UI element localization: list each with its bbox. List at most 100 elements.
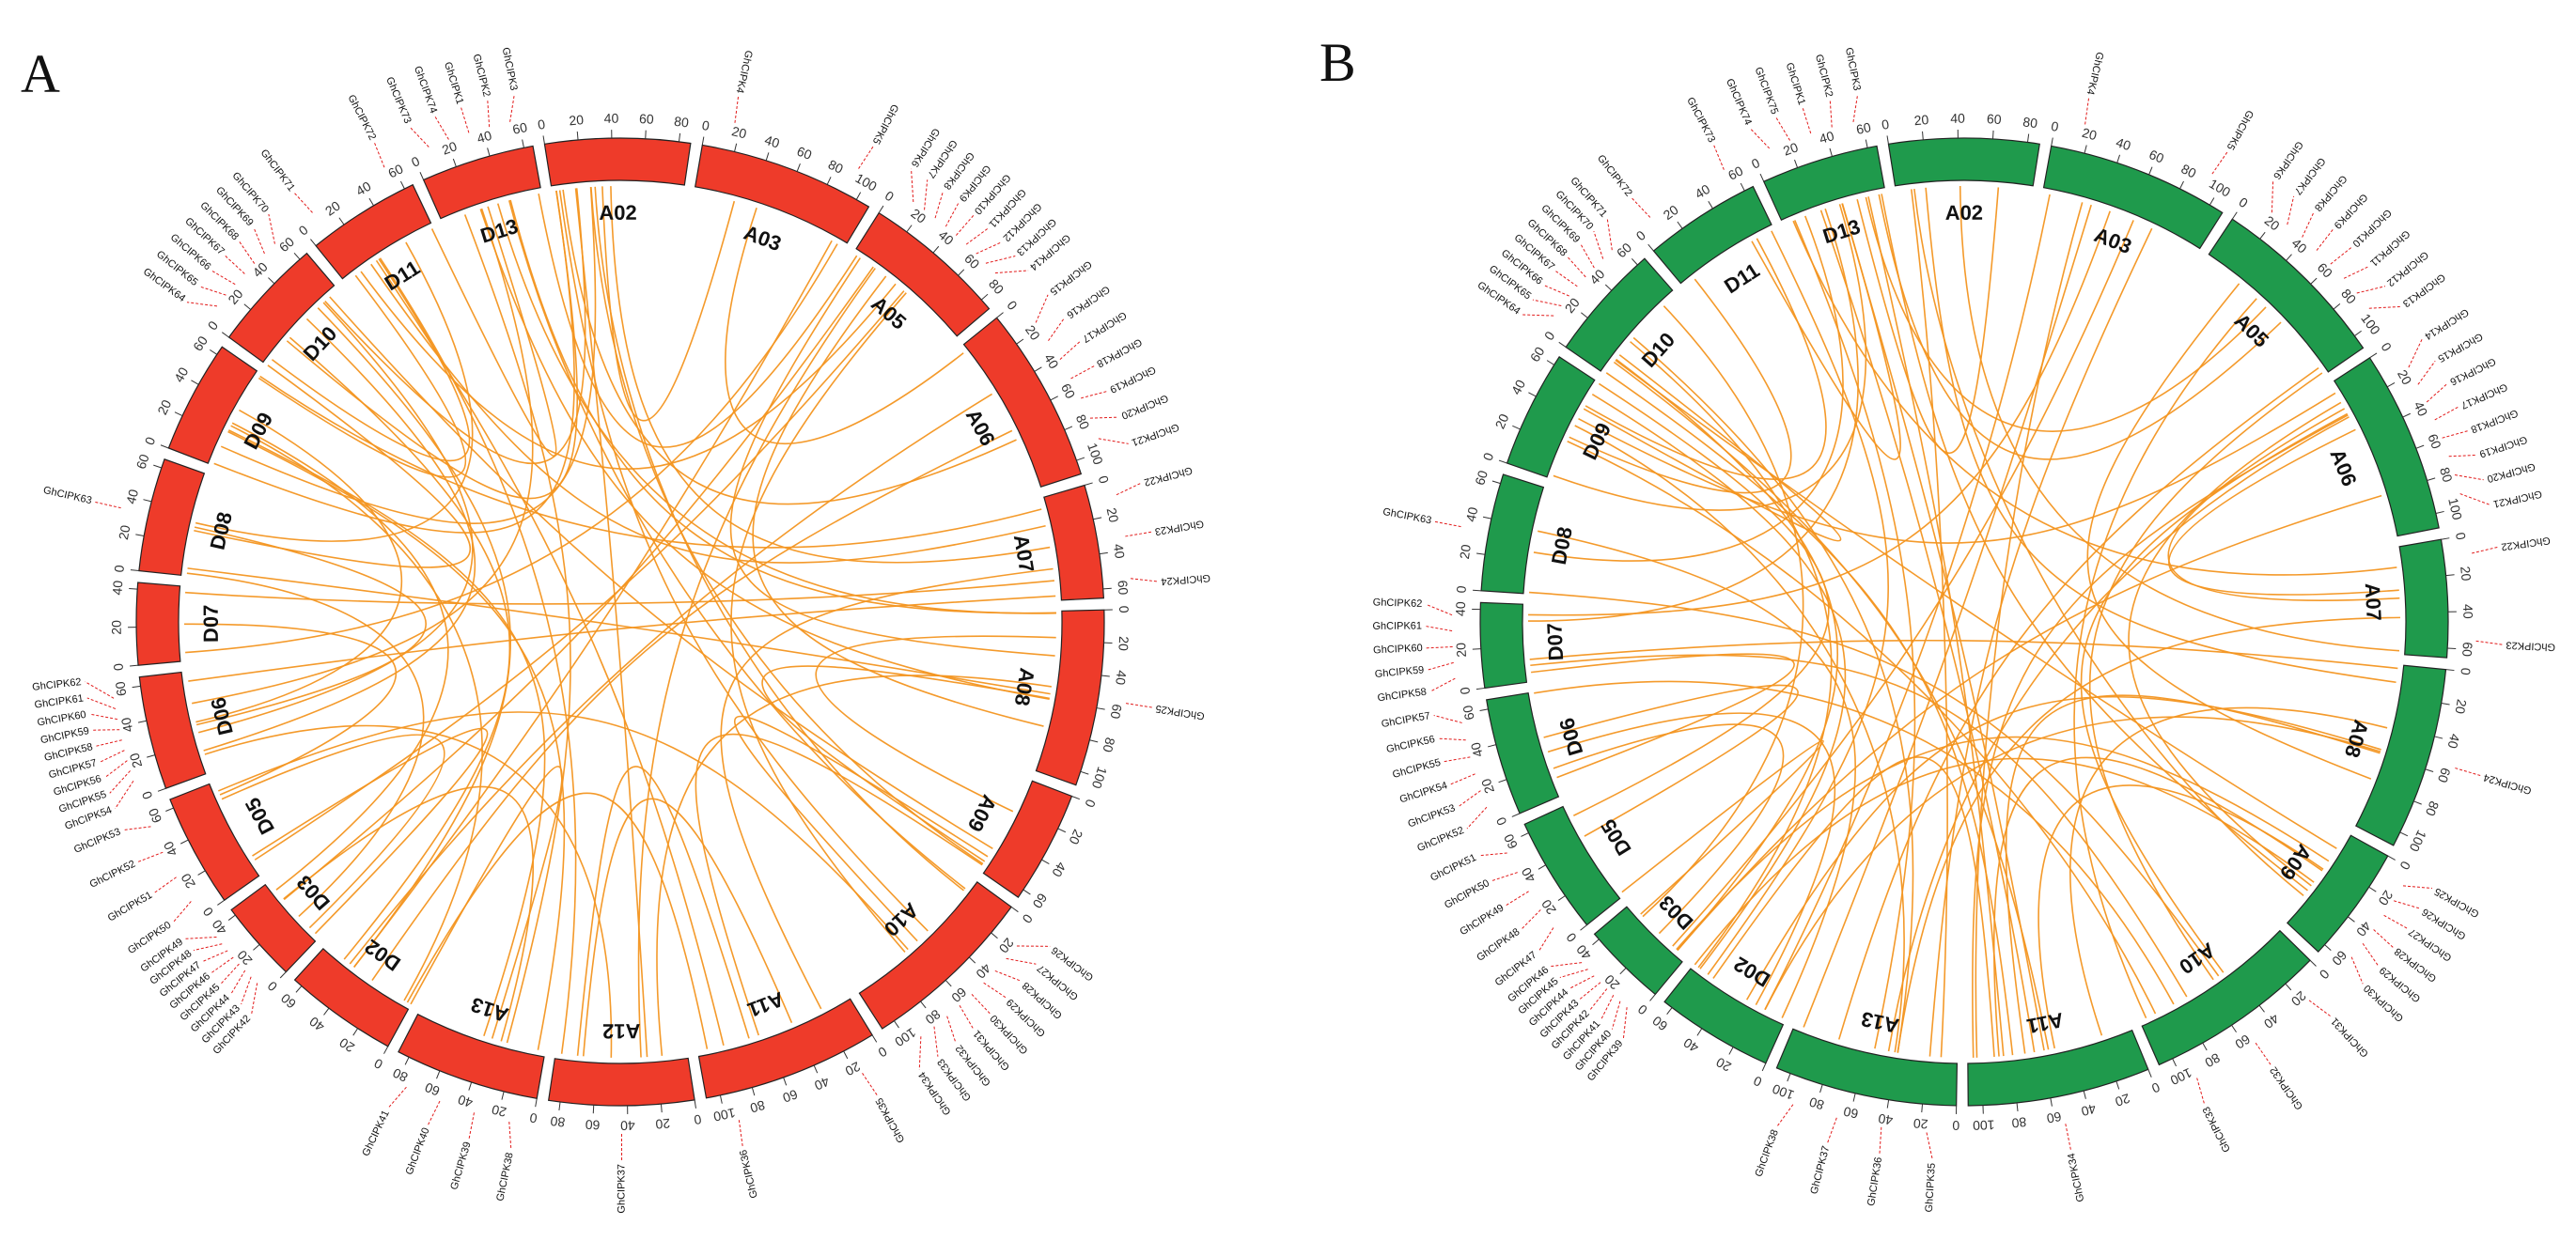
scale-label: 0 [537, 116, 546, 132]
scale-label: 40 [123, 488, 141, 505]
scale-label: 0 [1952, 1118, 1959, 1133]
scale-label: 60 [1725, 163, 1745, 182]
gene-label-ghcipk24: GhCIPK24 [2482, 771, 2533, 797]
scale-label: 40 [1508, 377, 1529, 396]
scale-label: 80 [2423, 799, 2443, 818]
duplication-link [1677, 494, 2382, 951]
scale-label: 20 [322, 198, 343, 219]
chromosome-label-a09: A09 [963, 791, 1002, 835]
scale-tick [522, 139, 524, 148]
scale-tick [679, 132, 681, 142]
duplication-link [194, 526, 427, 726]
gene-marker-line [2330, 247, 2352, 265]
scale-label: 0 [409, 153, 422, 170]
scale-tick [843, 1050, 849, 1060]
scale-tick [1528, 392, 1537, 397]
scale-tick [191, 380, 199, 385]
gene-label-ghcipk19: GhCIPK19 [1108, 364, 1158, 395]
duplication-link [1867, 196, 2005, 1057]
chromosome-block-a05 [2208, 218, 2365, 373]
scale-label: 0 [371, 1055, 385, 1072]
scale-tick [1647, 243, 1654, 252]
scale-label: 20 [2081, 125, 2099, 143]
scale-label: 20 [843, 1059, 863, 1078]
gene-marker-line [253, 227, 265, 255]
scale-label: 20 [1104, 506, 1122, 524]
duplication-link [195, 241, 474, 542]
duplication-link [1534, 680, 2175, 1005]
scale-tick [1696, 1028, 1703, 1036]
scale-label: 0 [142, 435, 159, 447]
gene-label-ghcipk41: GhCIPK41 [360, 1109, 391, 1158]
scale-tick [871, 1034, 878, 1043]
gene-marker-line [2196, 1078, 2205, 1105]
gene-marker-line [487, 100, 491, 128]
scale-tick [1475, 687, 1485, 690]
gene-label-ghcipk56: GhCIPK56 [1385, 734, 1436, 755]
gene-label-ghcipk54: GhCIPK54 [1398, 780, 1449, 805]
scale-label: 0 [205, 318, 222, 333]
scale-tick [217, 899, 226, 906]
scale-tick [2202, 1042, 2208, 1051]
scale-tick [1096, 707, 1105, 710]
scale-label: 60 [1987, 111, 2003, 127]
duplication-link [729, 257, 1055, 657]
scale-tick [1034, 366, 1042, 372]
duplication-link [324, 188, 586, 465]
scale-tick [2441, 703, 2450, 706]
scale-label: 60 [1501, 831, 1521, 851]
scale-label: 80 [2202, 1050, 2223, 1071]
chromosome-label-d03: D03 [292, 871, 335, 915]
scale-label: 0 [1493, 814, 1510, 828]
scale-tick [1604, 284, 1613, 291]
panel-a-links [184, 186, 1056, 1058]
gene-marker-line [1749, 127, 1771, 149]
scale-label: 80 [2338, 286, 2359, 306]
scale-tick [160, 444, 169, 449]
chromosome-label-d10: D10 [299, 321, 342, 365]
gene-marker-line [104, 760, 128, 779]
gene-marker-line [2084, 98, 2090, 125]
duplication-link [1621, 739, 1824, 915]
scale-label: 20 [1066, 828, 1085, 847]
gene-marker-line [1611, 1001, 1621, 1030]
gene-label-ghcipk52: GhCIPK52 [88, 859, 137, 891]
scale-label: 80 [2437, 466, 2456, 485]
chromosome-block-d03 [1593, 906, 1683, 996]
scale-label: 60 [112, 680, 129, 697]
scale-tick [765, 152, 770, 162]
gene-marker-line [96, 739, 122, 747]
chromosome-block-d05 [1523, 805, 1621, 926]
scale-label: 40 [620, 1118, 635, 1133]
scale-label: 80 [826, 157, 846, 177]
duplication-link [286, 190, 579, 500]
gene-marker-line [2383, 914, 2408, 929]
duplication-link [1567, 441, 2157, 1015]
chromosome-block-d11 [1652, 185, 1772, 285]
gene-marker-line [109, 770, 131, 794]
gene-label-ghcipk18: GhCIPK18 [1095, 336, 1144, 370]
gene-marker-line [1852, 94, 1859, 123]
gene-marker-line [1425, 626, 1453, 632]
scale-tick [906, 225, 913, 233]
scale-tick [1619, 968, 1627, 975]
gene-marker-line [1521, 909, 1541, 930]
gene-marker-line [2475, 640, 2503, 645]
chromosome-label-d10: D10 [1637, 328, 1680, 372]
gene-marker-line [387, 1086, 407, 1109]
scale-label: 40 [1041, 351, 1062, 372]
scale-label: 20 [1713, 1054, 1734, 1075]
gene-marker-line [1568, 256, 1586, 278]
gene-marker-line [137, 851, 164, 862]
gene-label-ghcipk35: GhCIPK35 [1924, 1163, 1938, 1213]
duplication-link [610, 186, 1051, 564]
duplication-link [1694, 757, 2315, 966]
chromosome-block-a08 [1035, 609, 1105, 786]
gene-label-ghcipk71: GhCIPK71 [258, 147, 297, 194]
chromosome-block-d10 [227, 252, 336, 364]
gene-marker-line [994, 270, 1029, 274]
scale-label: 100 [853, 170, 880, 194]
gene-label-ghcipk37: GhCIPK37 [616, 1164, 627, 1214]
duplication-link [1530, 654, 2188, 998]
gene-label-ghcipk55: GhCIPK55 [1391, 757, 1442, 781]
